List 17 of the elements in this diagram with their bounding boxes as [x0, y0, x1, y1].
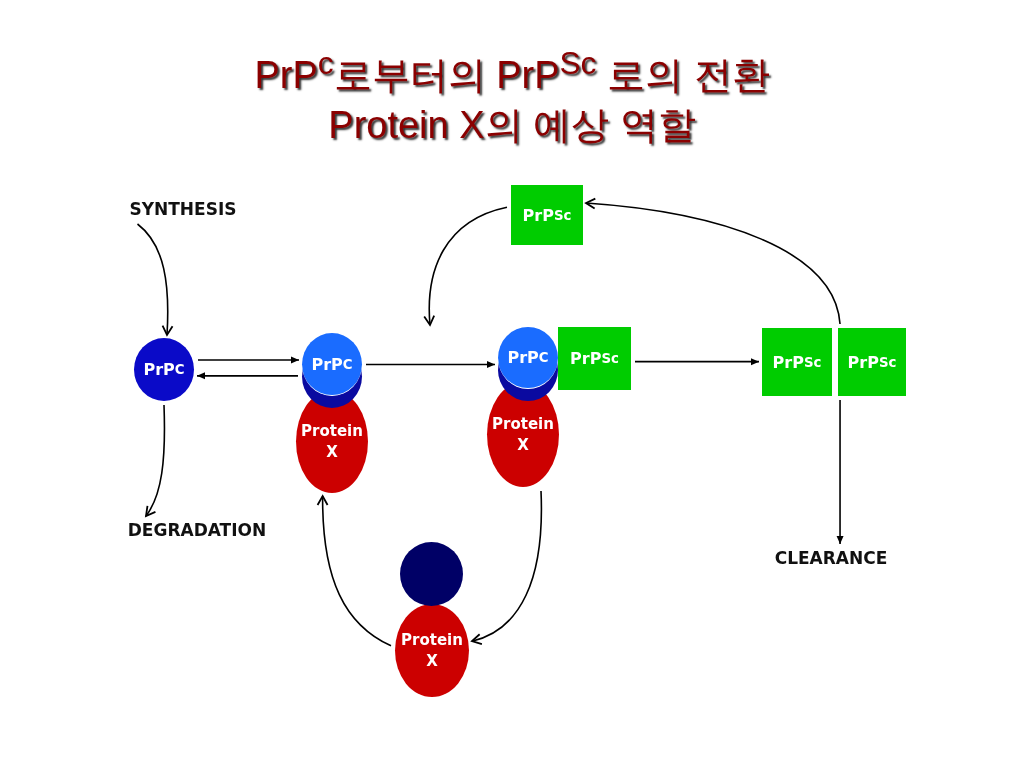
arrow	[197, 356, 300, 364]
arrow	[836, 399, 844, 545]
curved-arrow	[423, 206, 508, 327]
curved-arrow	[136, 223, 174, 337]
stage-label: CLEARANCE	[756, 547, 906, 569]
curved-arrow	[316, 494, 392, 647]
curved-arrow	[470, 490, 543, 645]
protein-circle	[400, 542, 463, 606]
stage-label: SYNTHESIS	[118, 198, 248, 220]
curved-arrow	[584, 197, 841, 325]
stage-label: DEGRADATION	[112, 519, 282, 541]
curved-arrow	[144, 404, 166, 518]
arrow	[196, 372, 299, 380]
arrow	[634, 358, 760, 366]
protein-ellipse: Protein X	[395, 604, 469, 697]
title: PrP$^{c}$로부터의 PrP$^{Sc}$ 로의 전환 Protein X의 예상 역할	[253, 44, 771, 148]
arrow	[365, 361, 496, 368]
